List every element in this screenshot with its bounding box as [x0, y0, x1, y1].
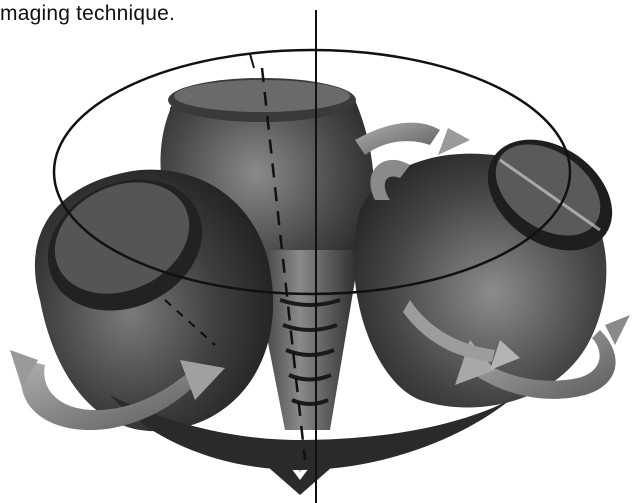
- ellipse-tick: [250, 54, 254, 68]
